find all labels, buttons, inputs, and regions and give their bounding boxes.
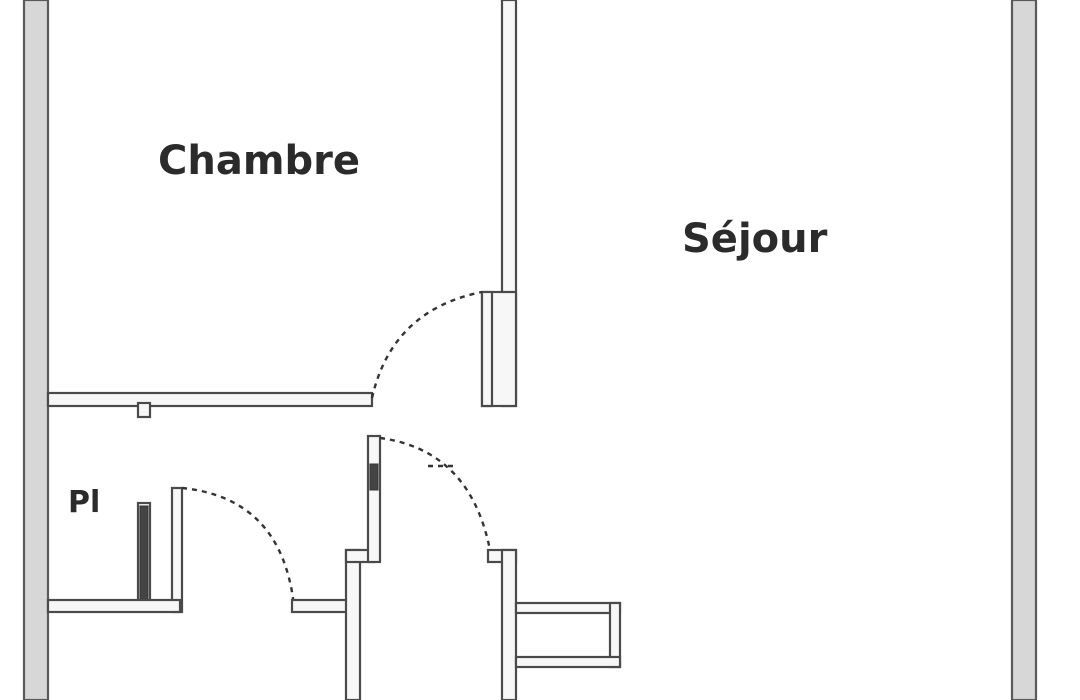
niche-bottom-wall <box>514 655 622 669</box>
exterior-wall-right <box>1010 0 1038 700</box>
bath-door-jamb <box>170 486 184 614</box>
lower-wall-left <box>46 598 182 614</box>
wc-door-jamb <box>366 434 382 564</box>
exterior-wall-left <box>22 0 50 700</box>
door-jamb-chambre-inner <box>480 290 494 408</box>
door-swing-chambre <box>370 290 483 399</box>
chambre-bottom-wall <box>46 391 374 408</box>
placard-door <box>139 505 149 603</box>
wc-wall-left <box>344 548 362 700</box>
room-label-sejour: Séjour <box>682 216 828 262</box>
door-swing-bath <box>181 486 296 607</box>
niche-top-wall <box>514 601 622 615</box>
room-label-chambre: Chambre <box>158 138 360 184</box>
wc-door-leaf <box>369 463 379 491</box>
room-label-placard: Pl <box>68 485 100 520</box>
door-swing-wc <box>379 436 492 551</box>
wall-notch <box>136 401 152 419</box>
wc-wall-right <box>500 548 518 700</box>
